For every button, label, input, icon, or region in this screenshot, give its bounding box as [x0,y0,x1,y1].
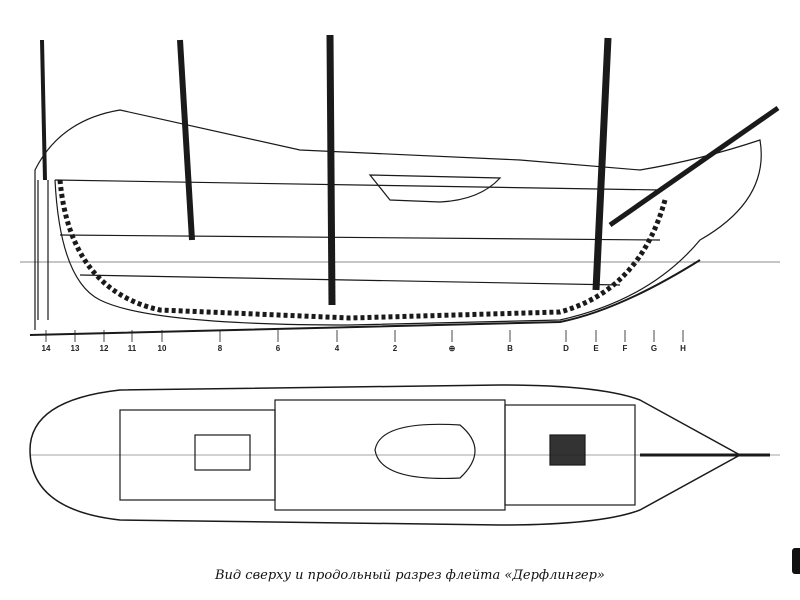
hull-outline [34,109,762,330]
frame-label: 13 [70,344,80,353]
frame-label: ⊕ [448,344,456,353]
fore-mast [592,37,612,291]
frame-label: 12 [99,344,109,353]
main-mast [326,34,336,306]
hatch-fore [549,434,586,466]
ladder [37,180,49,320]
frame-label: G [650,344,658,353]
deck-middle [59,234,661,241]
frame-ticks [45,330,684,342]
mizzen-mast [177,39,195,241]
frame-label: 10 [157,344,167,353]
longitudinal-section [20,34,780,336]
keel [29,259,701,336]
frame-label: D [563,344,569,353]
frame-label: H [680,344,686,353]
frame-label: 8 [217,344,223,353]
page-edge-marker [792,548,800,574]
frame-label: E [593,344,599,353]
hull-frames [57,179,668,321]
frame-label: B [507,344,513,353]
deck-upper [54,179,661,191]
top-view [29,384,780,526]
longboat-top [374,423,476,480]
frame-label: 6 [275,344,281,353]
hatch-aft [194,434,251,471]
figure-caption: Вид сверху и продольный разрез флейта «Д… [215,568,605,583]
frame-label: 2 [392,344,398,353]
frame-label: 11 [127,344,137,353]
frame-label: 4 [334,344,340,353]
frame-label: 14 [41,344,51,353]
bowsprit [608,105,780,228]
longboat [368,174,502,203]
stern-post [40,39,47,181]
frame-label: F [622,344,628,353]
deck-lower [79,274,621,286]
